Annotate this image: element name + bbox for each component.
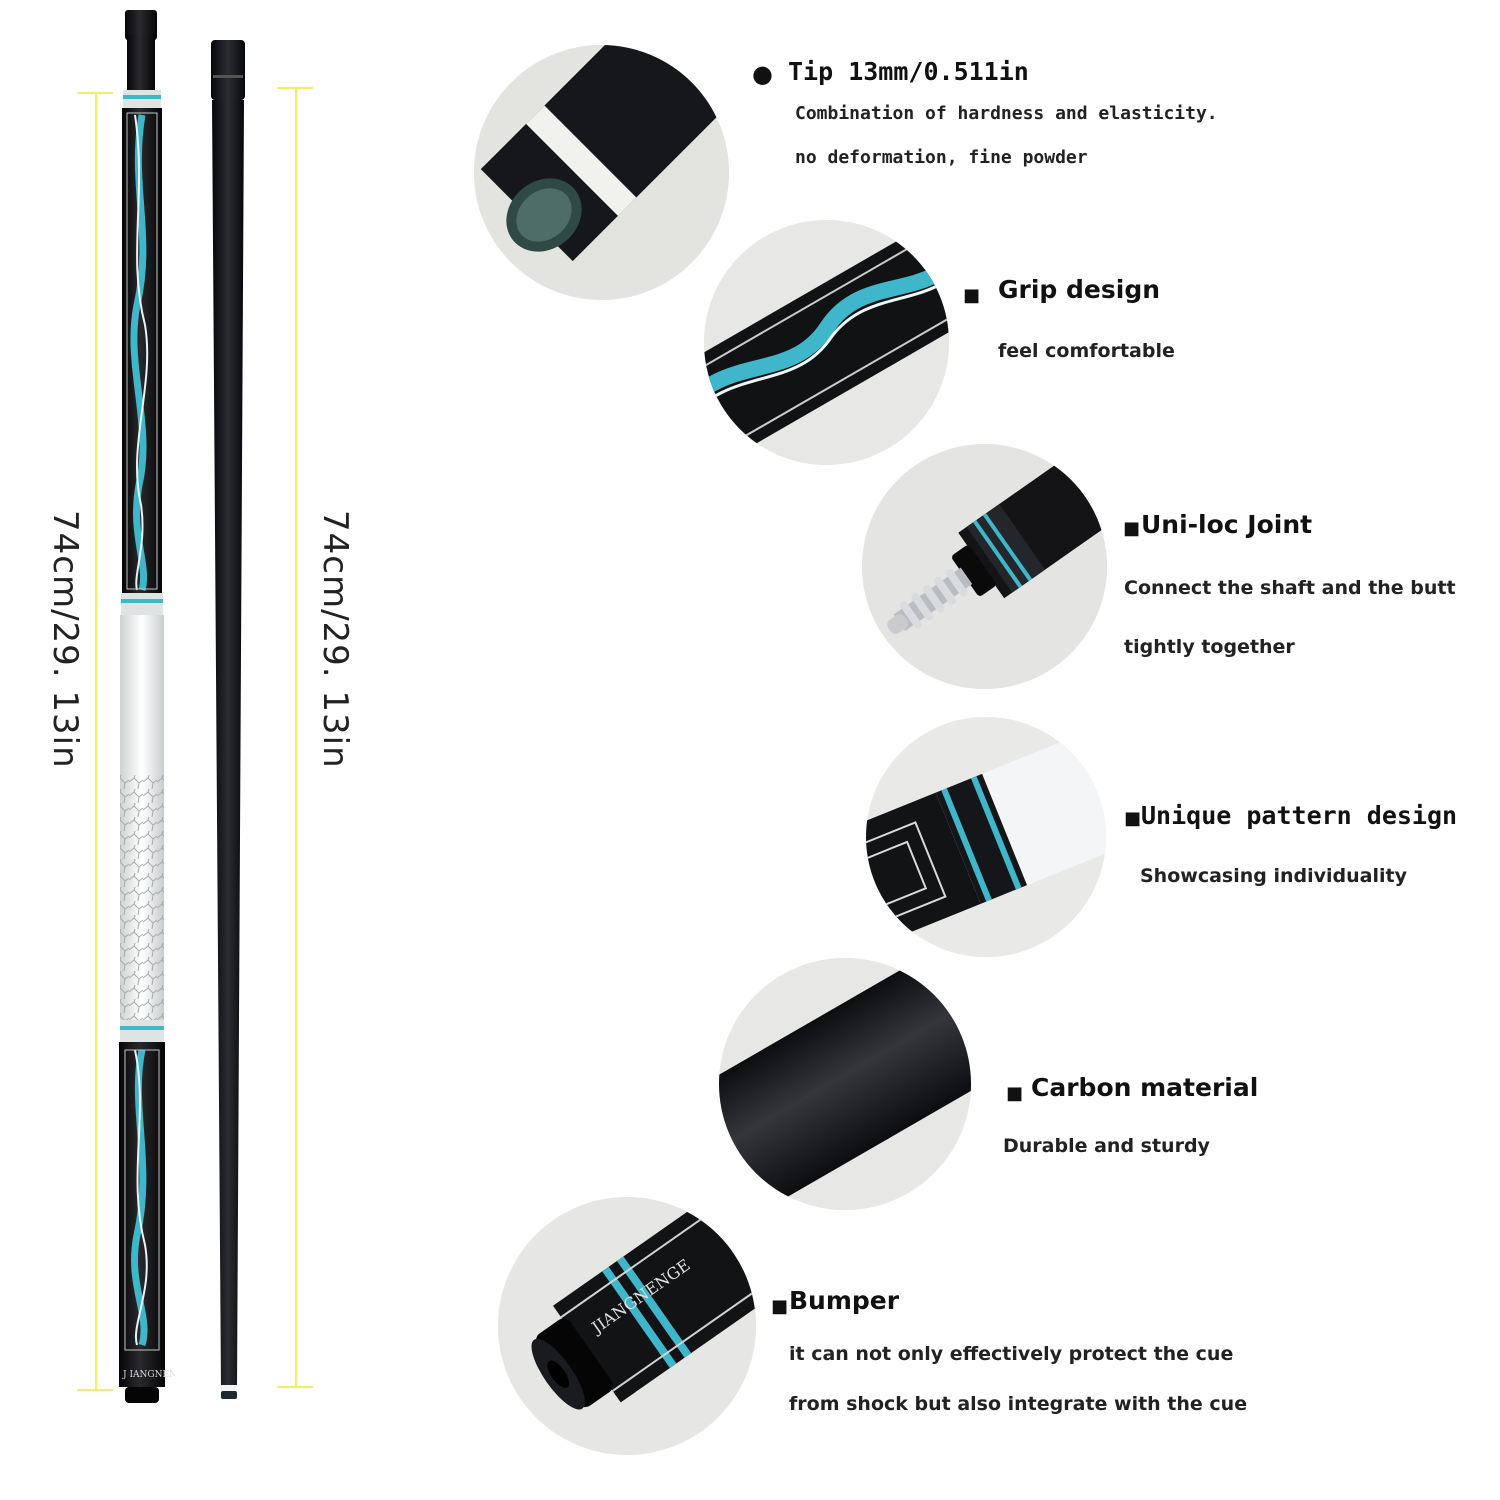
cue-butt-image: J IANGNEN [119, 10, 175, 1403]
carbon-title: Carbon material [1031, 1073, 1259, 1102]
carbon-bullet-icon: ■ [1006, 1083, 1024, 1104]
tip-desc-line-1: Combination of hardness and elasticity. [795, 103, 1218, 124]
pattern-desc-line-1: Showcasing individuality [1140, 865, 1407, 887]
grip-closeup-icon [704, 220, 949, 465]
carbon-desc-line-1: Durable and sturdy [1003, 1135, 1210, 1157]
shaft-dimension-cap-top [277, 87, 313, 89]
bumper-desc-line-1: it can not only effectively protect the … [789, 1343, 1234, 1365]
grip-bullet-icon: ■ [963, 285, 981, 306]
butt-dimension-cap-top [77, 92, 113, 94]
tip-desc-line-2: no deformation, fine powder [795, 147, 1088, 168]
shaft-dimension-line [295, 87, 297, 1387]
shaft-dimension-cap-bottom [277, 1386, 313, 1388]
joint-desc-line-2: tightly together [1124, 636, 1295, 658]
joint-title: Uni-loc Joint [1141, 510, 1313, 539]
cue-shaft-image [211, 40, 245, 1399]
tip-bullet-icon: ● [752, 60, 773, 88]
butt-dimension-cap-bottom [77, 1389, 113, 1391]
tip-title: Tip 13mm/0.511in [788, 57, 1029, 86]
carbon-closeup-icon [719, 958, 971, 1210]
butt-brand-text: J IANGNEN [122, 1370, 175, 1380]
pattern-bullet-icon: ■ [1124, 808, 1142, 829]
bumper-desc-line-2: from shock but also integrate with the c… [789, 1393, 1248, 1415]
butt-dimension-line [95, 92, 97, 1390]
grip-title: Grip design [998, 275, 1161, 304]
bumper-bullet-icon: ■ [771, 1296, 789, 1317]
pattern-title: Unique pattern design [1141, 801, 1458, 830]
joint-bullet-icon: ■ [1123, 518, 1141, 539]
grip-desc-line-1: feel comfortable [998, 340, 1175, 362]
pattern-closeup-icon [866, 717, 1106, 957]
bumper-title: Bumper [789, 1286, 900, 1315]
joint-closeup-icon [862, 444, 1107, 689]
butt-length-label: 74cm/29. 13in [45, 510, 85, 769]
bumper-closeup-icon: JIANGNENGE [498, 1197, 756, 1455]
tip-closeup-icon [474, 45, 729, 300]
shaft-length-label: 74cm/29. 13in [315, 510, 355, 769]
joint-desc-line-1: Connect the shaft and the butt [1124, 577, 1456, 599]
